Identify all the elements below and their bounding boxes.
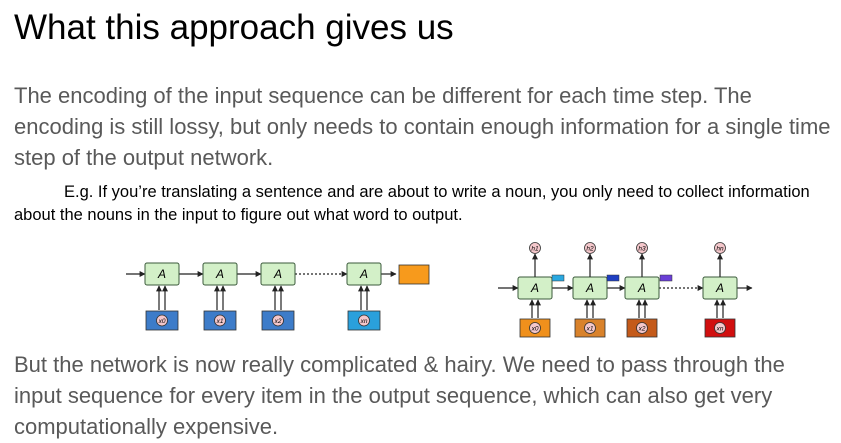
input-token-circle xyxy=(272,314,284,327)
context-vector xyxy=(551,274,565,282)
input-token-circle xyxy=(636,322,648,334)
slide-title: What this approach gives us xyxy=(14,8,454,47)
rnn-cell-label: A xyxy=(530,281,539,295)
input-token-label: xn xyxy=(360,318,368,325)
input-token-circle xyxy=(156,314,168,327)
attention-diagram: Ax0 Ax1 Ax2 Axn Ah1 x0 Ah2 x1 Ah3 x2 Ahn xn xyxy=(126,242,753,338)
rnn-cell-label: A xyxy=(157,267,166,281)
rnn-cell-label: A xyxy=(273,267,282,281)
rnn-cell xyxy=(346,262,382,286)
attention-rnn: Ah1 x0 Ah2 x1 Ah3 x2 Ahn xn xyxy=(498,242,753,338)
rnn-cell-label: A xyxy=(215,267,224,281)
rnn-cell xyxy=(202,262,238,286)
output-token-circle xyxy=(584,242,596,254)
paragraph-complexity: But the network is now really complicate… xyxy=(14,352,785,439)
encoder-rnn: Ax0 Ax1 Ax2 Axn xyxy=(126,262,430,331)
output-token-circle xyxy=(529,242,541,254)
rnn-cell xyxy=(144,262,180,286)
output-token-label: hn xyxy=(716,246,724,253)
input-token-label: x1 xyxy=(216,318,224,325)
example-text: E.g. If you’re translating a sentence an… xyxy=(14,183,810,224)
input-token-label: x0 xyxy=(531,326,539,333)
input-token-label: x2 xyxy=(274,318,282,325)
input-token-label: xn xyxy=(716,326,724,333)
context-vector xyxy=(606,274,620,282)
input-token-circle xyxy=(529,322,541,334)
paragraph-encoding: The encoding of the input sequence can b… xyxy=(14,83,831,170)
output-token-label: h2 xyxy=(586,246,594,253)
output-token-circle xyxy=(714,242,726,254)
rnn-cell xyxy=(260,262,296,286)
input-token-label: x0 xyxy=(158,318,166,325)
encoding-vector xyxy=(398,264,430,285)
output-token-circle xyxy=(636,242,648,254)
input-token-circle xyxy=(714,322,726,334)
input-token-label: x1 xyxy=(586,326,594,333)
input-token-circle xyxy=(584,322,596,334)
input-token-circle xyxy=(214,314,226,327)
output-token-label: h1 xyxy=(531,246,539,253)
input-token-label: x2 xyxy=(638,326,646,333)
rnn-cell-label: A xyxy=(359,267,368,281)
rnn-cell-label: A xyxy=(585,281,594,295)
input-token-circle xyxy=(358,314,370,327)
context-vector xyxy=(659,274,673,282)
rnn-cell-label: A xyxy=(637,281,646,295)
output-token-label: h3 xyxy=(638,246,646,253)
rnn-cell-label: A xyxy=(715,281,724,295)
